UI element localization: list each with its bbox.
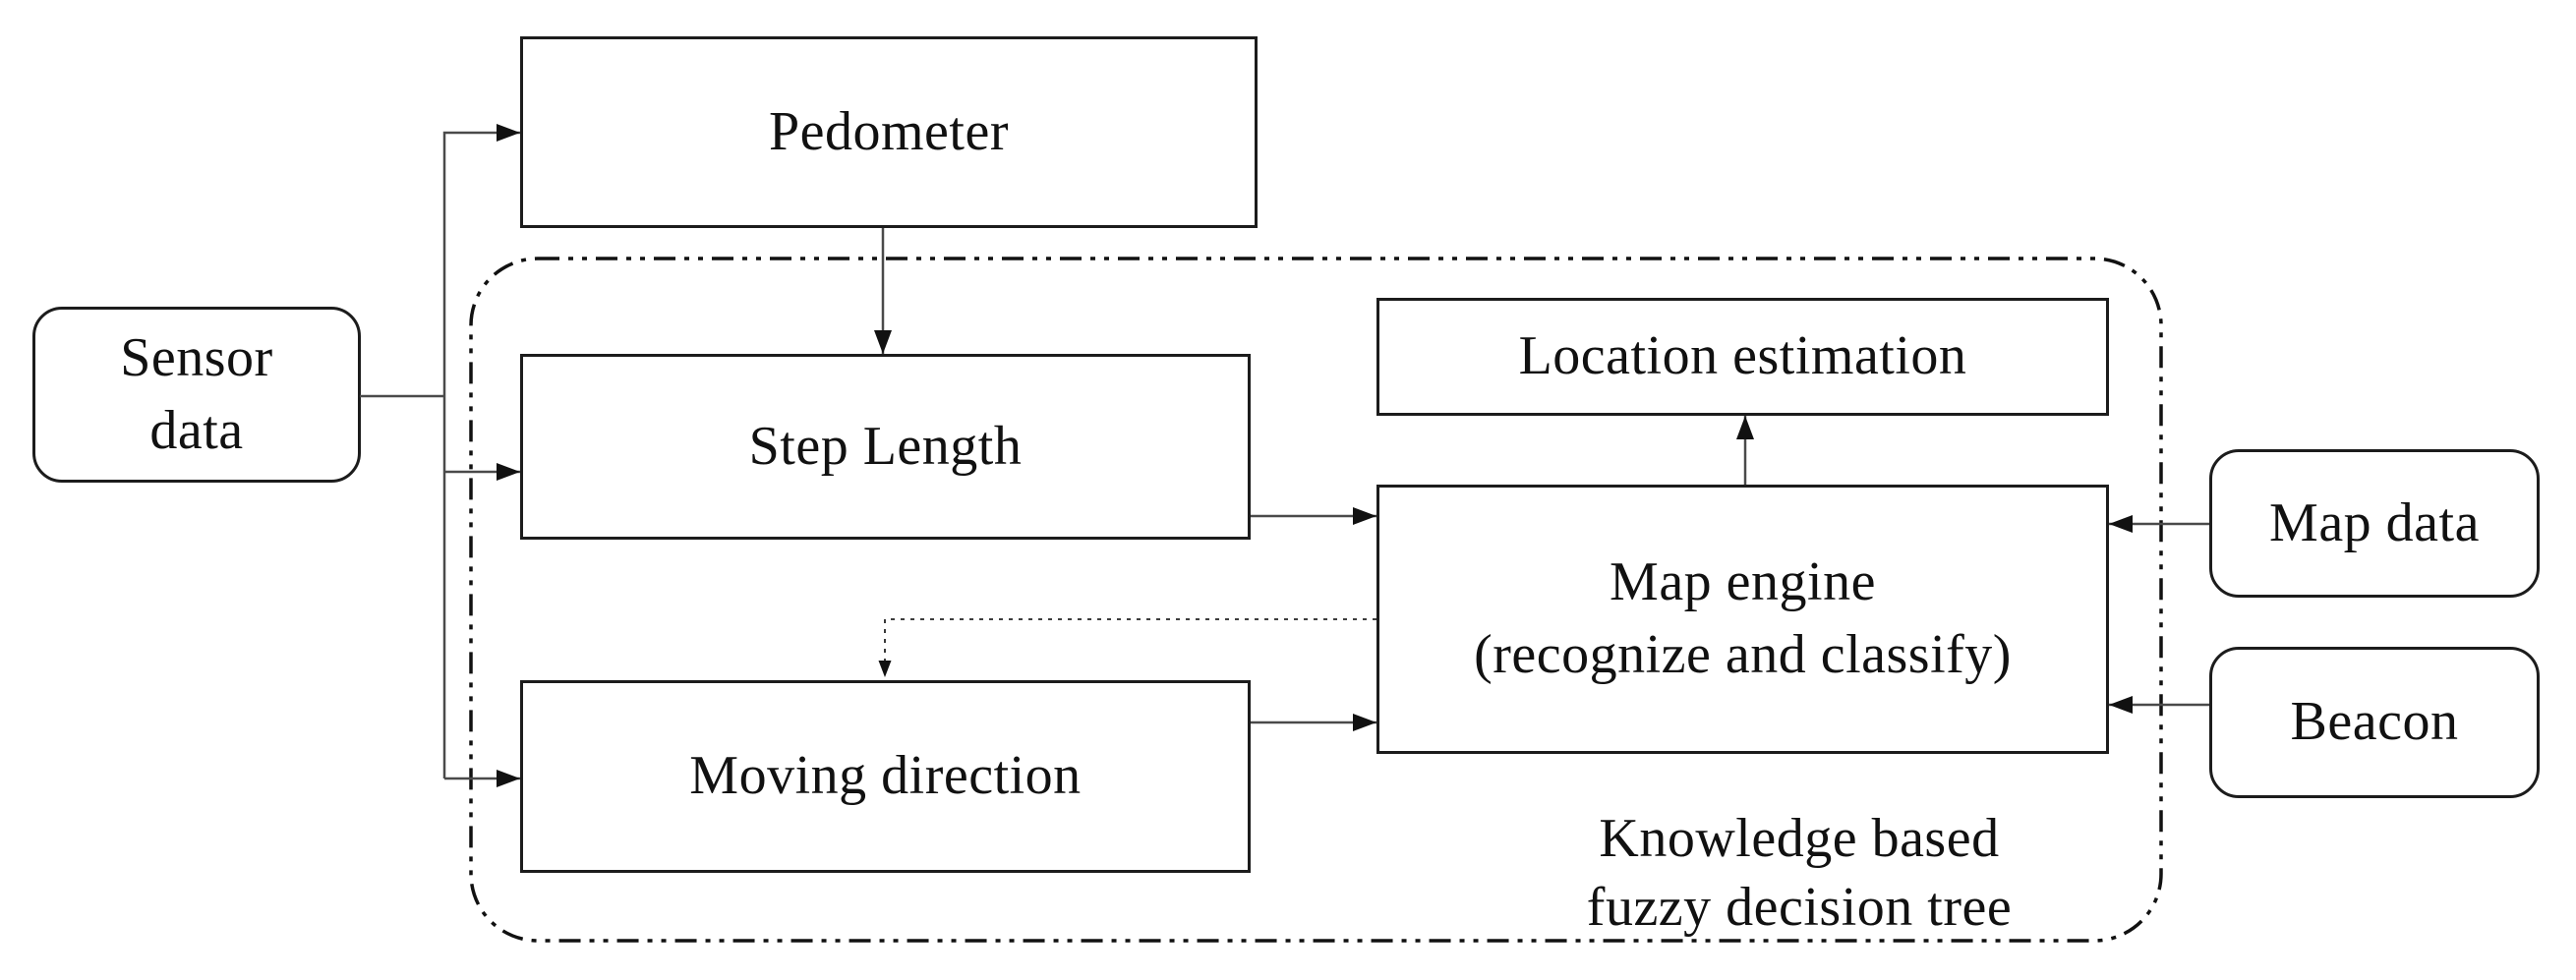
fuzzy-decision-tree-container-label: Knowledge based fuzzy decision tree [1586,808,2013,938]
beacon-label: Beacon [2290,691,2459,753]
pedometer-node: Pedometer [520,36,1258,228]
edge-sensor-pedometer [442,124,520,778]
location-estimation-label: Location estimation [1518,325,1967,387]
map-data-node: Map data [2209,449,2540,598]
sensor-data-label: Sensor data [120,326,273,461]
step-length-label: Step Length [748,415,1023,477]
moving-direction-node: Moving direction [520,680,1251,873]
moving-direction-label: Moving direction [689,745,1082,807]
sensor-data-node: Sensor data [32,307,361,483]
map-data-label: Map data [2269,491,2480,553]
beacon-node: Beacon [2209,647,2540,798]
edge-map-engine-moving-direction-dotted [878,618,1376,677]
map-engine-node: Map engine (recognize and classify) [1376,485,2109,754]
pedometer-label: Pedometer [769,100,1009,162]
location-estimation-node: Location estimation [1376,298,2109,416]
step-length-node: Step Length [520,354,1251,540]
map-engine-label: Map engine (recognize and classify) [1474,551,2012,685]
